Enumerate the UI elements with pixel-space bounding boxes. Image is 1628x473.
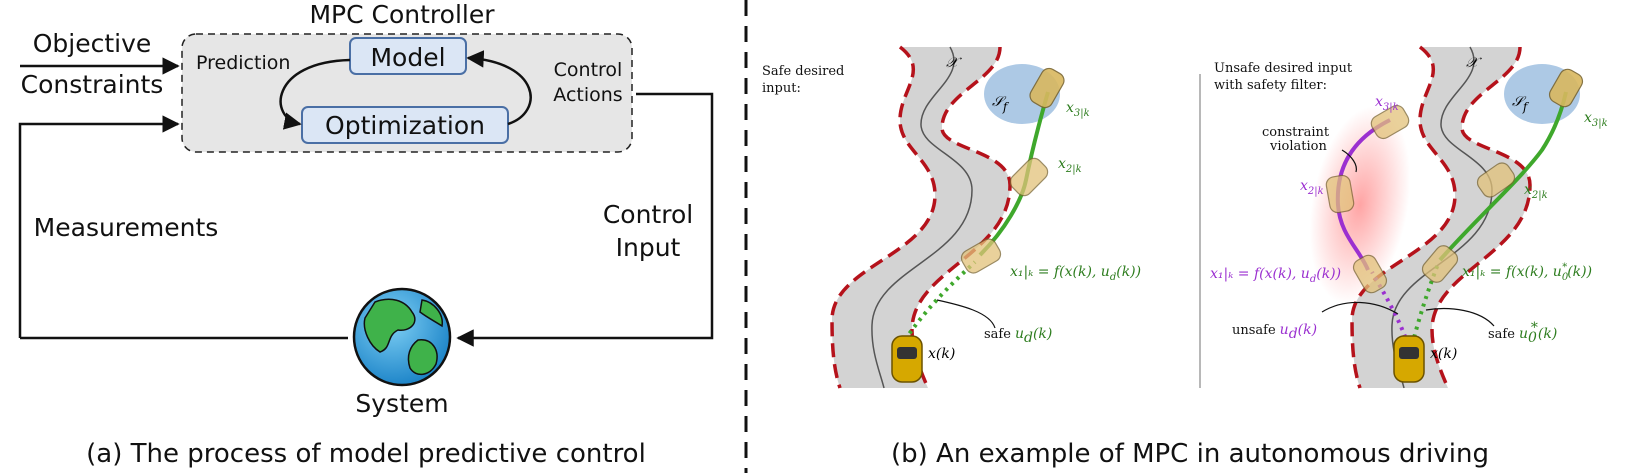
prediction-label: Prediction [196,52,290,74]
model-label: Model [370,43,445,72]
constraint-violation-1: constraint [1262,125,1330,140]
caption-b: (b) An example of MPC in autonomous driv… [891,439,1489,469]
x2-left: x2|k [1058,156,1082,175]
model-node [349,37,467,75]
car-icon [1476,162,1516,198]
caption-a: (a) The process of model predictive cont… [86,439,646,469]
road-left-centerline [871,46,973,389]
road-right [1352,47,1530,388]
measurements-label: Measurements [34,213,219,242]
car-icon [891,335,923,383]
prediction-arrow [279,58,351,130]
car-icon [960,238,1002,274]
right-title-1: Unsafe desired input [1214,61,1353,76]
car-icon [1421,245,1459,283]
px2: x2|k [1300,178,1324,197]
x3-left: x3|k [1066,100,1090,119]
car-icon [1029,67,1065,109]
left-title-1: Safe desired [762,64,844,79]
left-title-2: input: [762,81,801,96]
road-left-outer-boundary [910,46,1012,389]
panel-b-right: 𝒮f 𝒳 Unsafe desired input with safety fi… [1210,45,1608,389]
safe-trajectory-right [1438,91,1568,262]
control-input-arrow [456,92,714,347]
optimization-label: Optimization [325,111,485,140]
xk-right: x(k) [1430,346,1457,362]
gx3: x3|k [1584,110,1608,129]
car-icon [1352,254,1388,294]
set-x-left: 𝒳 [946,55,962,71]
road-left-inner-boundary [830,45,937,389]
px3: x3|k [1375,94,1399,113]
control-input-label-1: Control [603,200,693,229]
earth-icon [352,287,452,387]
constraints-label: Constraints [21,70,164,99]
safe-annotation-line-right [1425,307,1495,327]
gx2: x2|k [1524,182,1548,201]
road-left [832,47,1010,388]
gx1-eq: x₁|ₖ = f(x(k), u0*(k)) [1462,262,1592,283]
constraint-violation-pointer [1341,149,1357,173]
control-actions-label-2: Actions [553,84,622,106]
control-actions-label-1: Control [554,59,623,81]
set-x-right: 𝒳 [1466,55,1482,71]
xk-left: x(k) [928,346,955,362]
car-icon [1370,104,1410,140]
panel-b-left: 𝒮f 𝒳 Safe desired input: x3|k x2|k x₁|ₖ … [762,45,1141,389]
car-icon [1325,174,1355,214]
objective-label: Objective [33,29,152,58]
car-icon [1393,335,1425,383]
constraint-violation-2: violation [1269,139,1327,154]
unsafe-annotation-line [1321,301,1399,315]
control-input-label-2: Input [616,233,681,262]
system-label: System [355,389,448,418]
safe-annotation-line-left [936,299,996,329]
car-icon [1548,68,1584,108]
violation-glow [1309,106,1411,304]
road-right-inner-boundary [1350,45,1457,389]
optimization-node [301,106,509,144]
x1-eq-left: x₁|ₖ = f(x(k), ud(k)) [1010,264,1141,283]
measurements-arrow [18,115,180,338]
right-title-2: with safety filter: [1214,78,1327,93]
car-icon [1009,157,1049,197]
controller-title: MPC Controller [309,0,495,29]
px1-eq: x₁|ₖ = f(x(k), ud(k)) [1210,266,1341,285]
panel-a: MPC Controller Model Optimization Predic… [18,0,714,469]
road-right-outer-boundary [1430,46,1532,389]
feedback-arrow [466,50,532,126]
